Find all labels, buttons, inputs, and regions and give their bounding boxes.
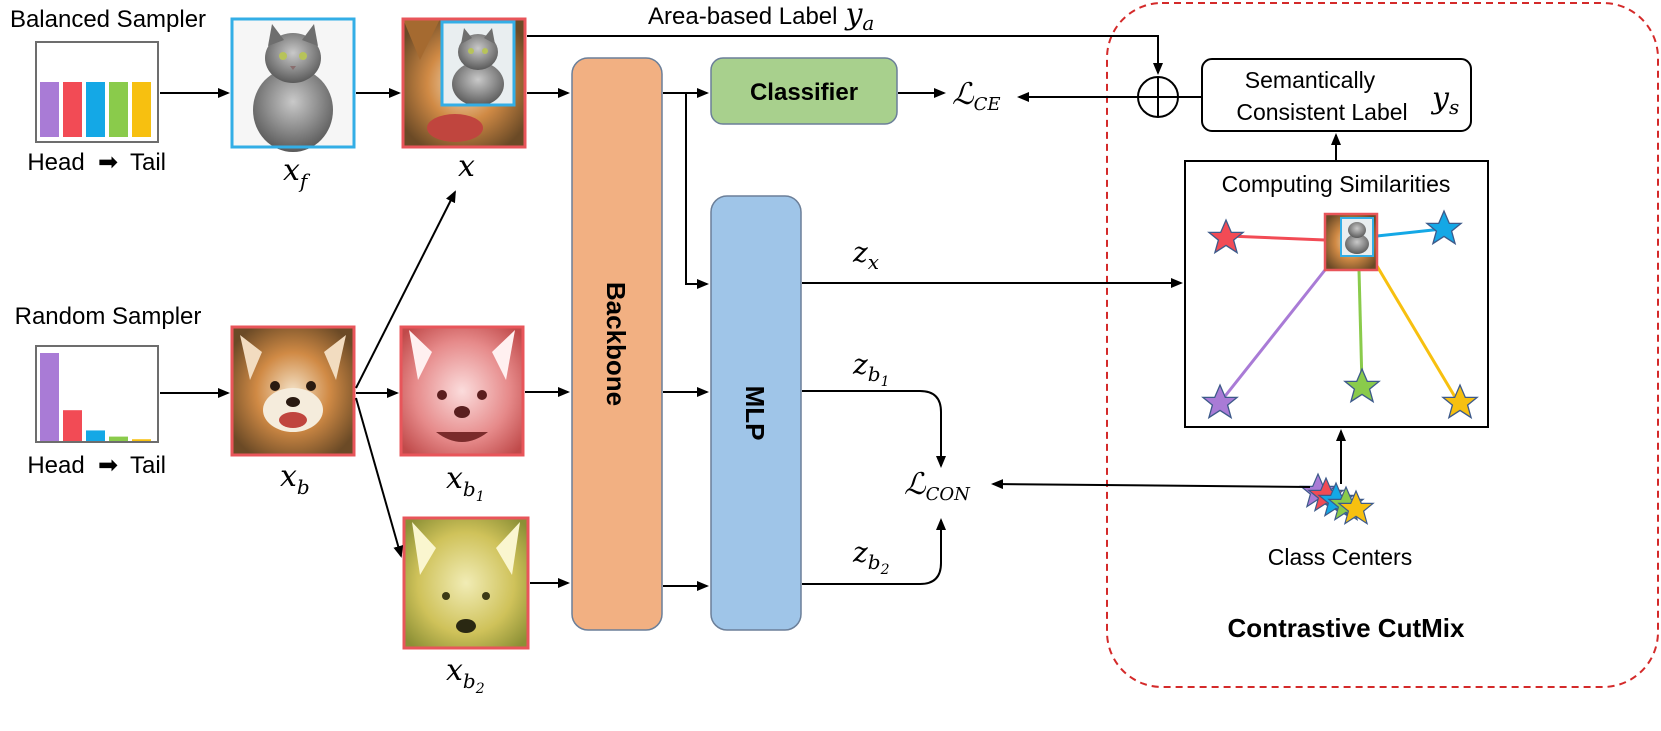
mlp-label: MLP [740, 386, 770, 441]
classifier-label: Classifier [750, 79, 858, 106]
cutmix-image-x [401, 17, 527, 149]
balanced-bar-3 [86, 82, 105, 137]
random-bar-2 [63, 410, 82, 441]
var-zb1: zb1 [852, 348, 890, 390]
var-xf: xf [283, 153, 311, 193]
balanced-bar-2 [63, 82, 82, 137]
dog-augmented-image-xb1 [399, 325, 525, 457]
circled-plus-icon [1137, 76, 1179, 118]
classifier-block [710, 57, 898, 125]
var-zx: zx [852, 236, 879, 274]
computing-similarities-title: Computing Similarities [1222, 171, 1451, 197]
balanced-tail-label: Tail [130, 149, 166, 176]
contrastive-cutmix-label: Contrastive CutMix [1228, 613, 1465, 643]
random-bar-4 [109, 436, 128, 441]
random-sampler-bars [40, 353, 151, 441]
balanced-head-label: Head [27, 149, 84, 176]
semantic-label-line1: Semantically [1245, 67, 1376, 93]
var-zb2: zb2 [852, 536, 890, 578]
class-centers-label: Class Centers [1268, 544, 1412, 570]
random-sampler-title: Random Sampler [15, 303, 202, 330]
var-xb: xb [280, 459, 310, 499]
backbone-label: Backbone [601, 282, 631, 406]
random-bar-1 [40, 353, 59, 441]
balanced-bar-1 [40, 82, 59, 137]
backbone-block [571, 57, 663, 631]
random-bar-5 [132, 439, 151, 441]
var-ys: ys [1430, 81, 1459, 119]
var-xb1: xb1 [446, 461, 485, 505]
random-arrow-glyph: ➡ [98, 452, 118, 479]
random-bar-3 [86, 430, 105, 441]
dog-image-xb [230, 325, 356, 457]
arrows [160, 35, 1346, 591]
cat-image-xf [230, 17, 356, 152]
balanced-sampler-bars [40, 82, 151, 137]
balanced-bar-4 [109, 82, 128, 137]
contrastive-cutmix-region [1106, 2, 1659, 688]
balanced-arrow-glyph: ➡ [98, 149, 118, 176]
balanced-bar-5 [132, 82, 151, 137]
cutmix-thumbnail [1323, 212, 1379, 272]
class-centers-cluster [1300, 473, 1374, 525]
loss-con: ℒCON [904, 467, 971, 505]
var-xb2: xb2 [446, 653, 485, 697]
random-tail-label: Tail [130, 452, 166, 479]
dog-augmented-image-xb2 [402, 516, 530, 650]
mlp-block [710, 195, 802, 631]
semantic-label-line2: Consistent Label [1236, 99, 1407, 125]
balanced-sampler-title: Balanced Sampler [10, 6, 206, 33]
semantic-label-box [1201, 58, 1472, 132]
random-head-label: Head [27, 452, 84, 479]
loss-ce: ℒCE [952, 77, 1001, 115]
var-x: x [458, 149, 475, 184]
